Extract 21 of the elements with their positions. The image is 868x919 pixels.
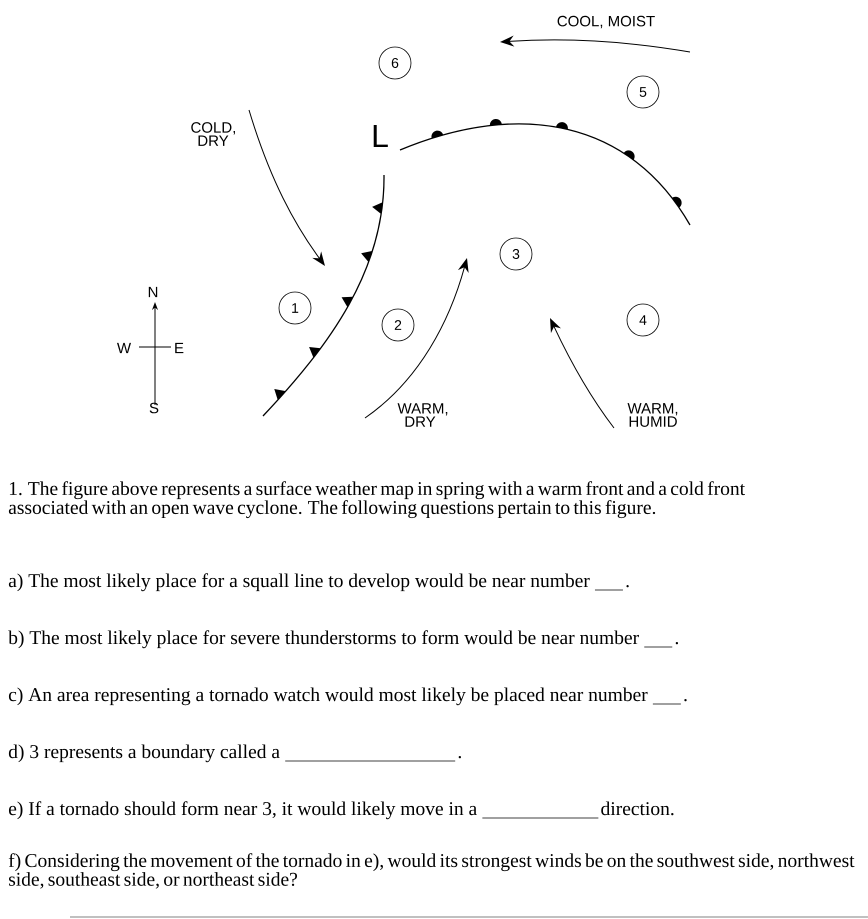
question-text: direction.	[601, 801, 674, 816]
question-text: .	[626, 584, 629, 588]
compass-letter: W	[116, 342, 132, 354]
question-text: d) 3 represents a boundary called a	[8, 744, 280, 762]
question-text: f) Considering the movement of the tornado in e), would its strongest winds be on the southwest side, northwest side, southeast side, or northeast side?	[8, 853, 854, 889]
compass-letter: S	[150, 402, 158, 414]
low-pressure-symbol: L	[374, 125, 388, 148]
question-text: e) If a tornado should form near 3, it would likely move in a	[8, 801, 477, 820]
compass-letter: N	[148, 286, 158, 298]
question-text: 1. The figure above represents a surface weather map in spring with a warm front and a cold front associated with an open wave cyclone. The following questions pertain to this figure.	[8, 481, 745, 518]
question-text: .	[684, 698, 687, 702]
air-mass-label: WARM, DRY	[398, 403, 448, 427]
question-text: a) The most likely place for a squall line to develop would be near number	[8, 573, 590, 592]
question-text: .	[676, 642, 678, 644]
compass-letter: E	[175, 342, 184, 354]
air-mass-label: COOL, MOIST	[558, 16, 655, 28]
question-text: b) The most likely place for severe thunderstorms to form would be near number	[8, 630, 639, 648]
air-mass-label: WARM, HUMID	[628, 403, 678, 427]
question-text: c) An area representing a tornado watch would most likely be placed near number	[8, 687, 648, 706]
air-mass-label: COLD, DRY	[191, 122, 235, 146]
question-text: .	[458, 756, 461, 758]
